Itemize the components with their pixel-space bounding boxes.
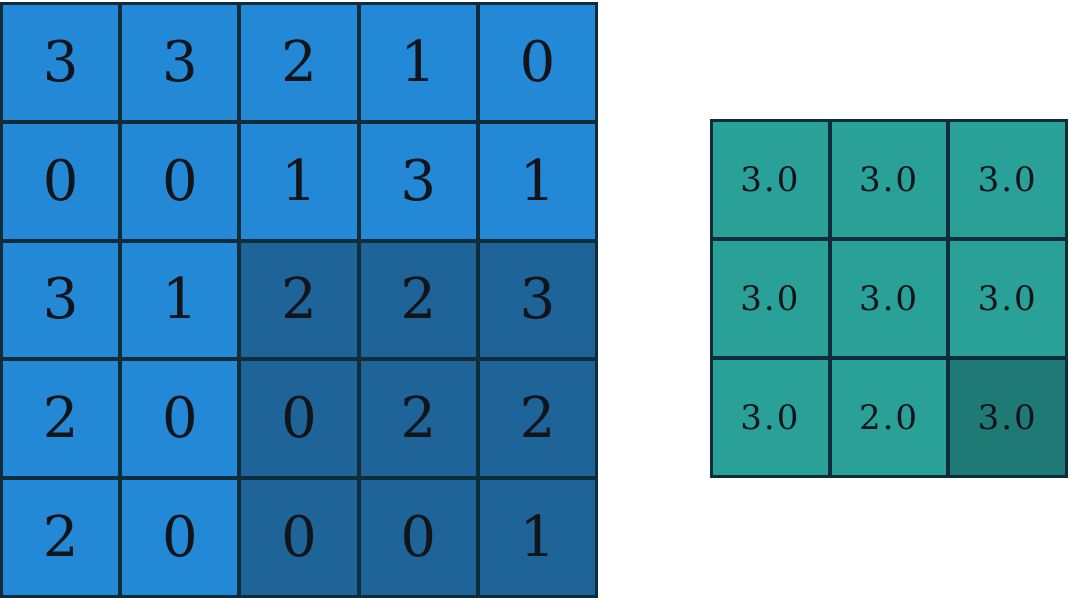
input-cell-highlighted: 2	[360, 242, 476, 358]
input-cell: 1	[479, 123, 595, 239]
input-cell-highlighted: 2	[479, 361, 595, 477]
output-cell: 3.0	[713, 122, 828, 237]
input-cell: 0	[479, 5, 595, 120]
output-cell: 2.0	[831, 360, 947, 475]
output-cell: 3.0	[831, 122, 947, 237]
input-cell-highlighted: 0	[241, 361, 357, 477]
input-cell: 3	[3, 5, 119, 120]
input-cell-highlighted: 3	[479, 242, 595, 358]
output-cell: 3.0	[713, 241, 828, 356]
input-cell: 1	[360, 5, 476, 120]
output-cell-highlighted: 3.0	[950, 360, 1065, 475]
input-cell-highlighted: 0	[360, 480, 476, 595]
input-cell: 1	[241, 123, 357, 239]
output-cell: 3.0	[950, 241, 1065, 356]
input-cell: 2	[241, 5, 357, 120]
input-cell: 3	[3, 242, 119, 358]
input-cell: 1	[122, 242, 238, 358]
input-cell: 0	[122, 480, 238, 595]
input-cell-highlighted: 2	[241, 242, 357, 358]
input-cell: 2	[3, 480, 119, 595]
input-cell: 0	[122, 123, 238, 239]
output-cell: 3.0	[831, 241, 947, 356]
output-cell: 3.0	[950, 122, 1065, 237]
input-cell: 3	[122, 5, 238, 120]
output-cell: 3.0	[713, 360, 828, 475]
input-cell-highlighted: 2	[360, 361, 476, 477]
input-cell: 3	[360, 123, 476, 239]
input-cell-highlighted: 0	[241, 480, 357, 595]
input-cell: 0	[122, 361, 238, 477]
input-cell: 0	[3, 123, 119, 239]
input-cell-highlighted: 1	[479, 480, 595, 595]
input-cell: 2	[3, 361, 119, 477]
